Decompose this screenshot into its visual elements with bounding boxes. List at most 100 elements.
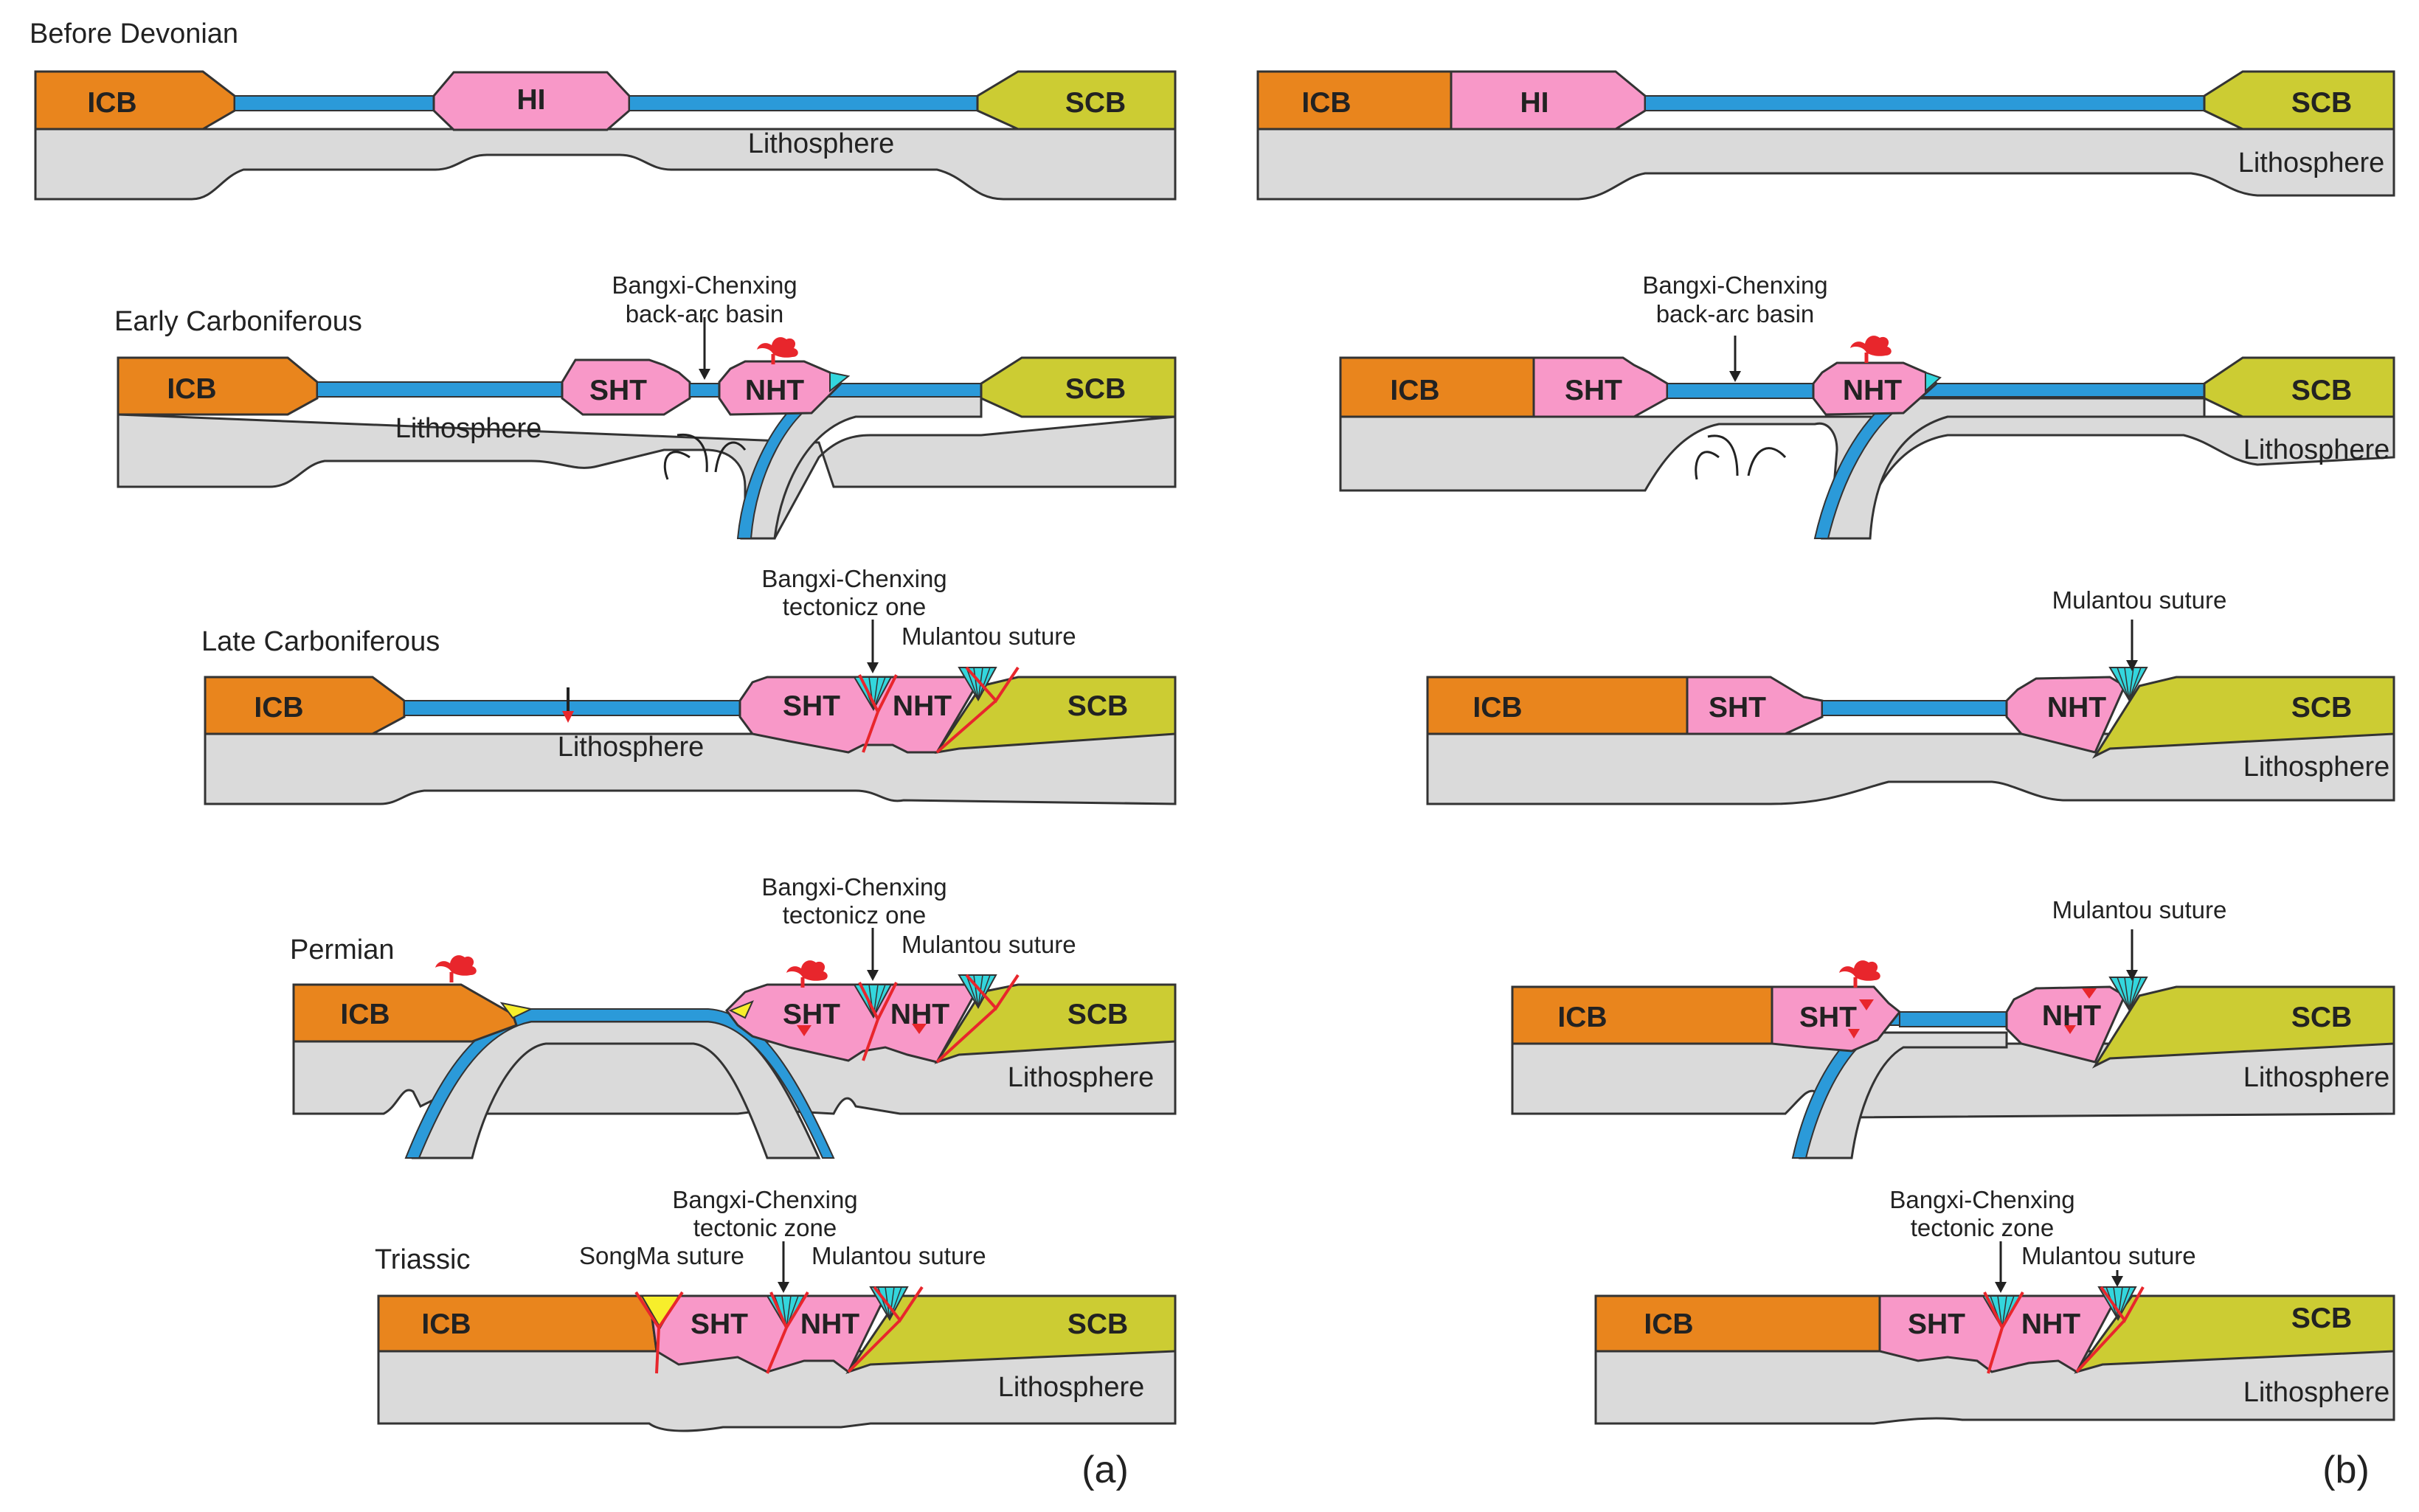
- icb-block: [1339, 356, 1535, 418]
- nht-label: NHT: [2042, 1000, 2101, 1032]
- icb-label: ICB: [1472, 692, 1522, 724]
- mulantou-suture-label: Mulantou suture: [901, 931, 1076, 958]
- icb-label: ICB: [1644, 1308, 1693, 1340]
- sht-label: SHT: [1799, 1002, 1857, 1033]
- nht-label: NHT: [893, 690, 952, 722]
- basin-arrowhead: [1729, 371, 1741, 382]
- period-label: Early Carboniferous: [114, 306, 362, 337]
- ocean-crust: [1899, 1011, 2007, 1027]
- lithosphere-label: Lithosphere: [558, 732, 705, 763]
- mulantou-suture-label: Mulantou suture: [2052, 586, 2227, 614]
- nht-label: NHT: [890, 999, 949, 1030]
- scb-label: SCB: [1065, 87, 1126, 119]
- sht-nht-block: [738, 676, 975, 754]
- period-label: Permian: [290, 934, 395, 965]
- sht-label: SHT: [589, 375, 647, 406]
- lithosphere-label: Lithosphere: [395, 413, 542, 444]
- bangxi-chenxing-arrowhead: [1995, 1282, 2007, 1293]
- section-a-late-carboniferous: Late Carboniferous ICB SHT NHT SCB Litho…: [201, 565, 1177, 805]
- bangxi-chenxing-arrowhead: [778, 1282, 789, 1293]
- mulantou-arrowhead: [2126, 970, 2138, 981]
- hi-label: HI: [517, 84, 546, 116]
- mantle-flow-arrows: [663, 433, 747, 480]
- accretionary-wedge: [1925, 371, 1942, 393]
- bangxi-chenxing-label: Bangxi-Chenxing: [761, 565, 947, 592]
- back-arc-basin-label: back-arc basin: [1656, 300, 1815, 327]
- fault-line: [858, 974, 1020, 1064]
- fault-line: [858, 666, 1020, 754]
- lithosphere-label: Lithosphere: [2243, 1062, 2390, 1093]
- icb-label: ICB: [254, 692, 303, 724]
- volcano-icon: [786, 960, 828, 988]
- icb-block: [1511, 985, 1773, 1045]
- nht-label: NHT: [800, 1308, 859, 1340]
- scb-label: SCB: [1067, 1308, 1128, 1340]
- tectonic-zone-label: tectonicz one: [783, 593, 926, 620]
- mulantou-suture-label: Mulantou suture: [811, 1242, 986, 1269]
- volcano-icon: [1850, 336, 1892, 363]
- icb-label: ICB: [421, 1308, 471, 1340]
- icb-label: ICB: [1390, 375, 1439, 406]
- scb-block: [2203, 70, 2395, 131]
- lithosphere-body: [377, 1350, 1177, 1432]
- lithosphere-body: [1511, 1042, 2395, 1119]
- fore-arc-wedge: [499, 1002, 534, 1019]
- section-a-early-carboniferous: Early Carboniferous ICB SHT NHT SCB Lith…: [114, 271, 1177, 540]
- bangxi-chenxing-label: Bangxi-Chenxing: [761, 873, 947, 901]
- section-b-early-carboniferous: ICB SHT NHT SCB Lithosphere Bangxi-Chenx…: [1339, 271, 2395, 540]
- ocean-crust: [1667, 383, 1814, 399]
- nht-label: NHT: [1843, 375, 1902, 406]
- bangxi-chenxing-arrowhead: [867, 970, 879, 981]
- icb-label: ICB: [167, 373, 216, 405]
- mulantou-suture-label: Mulantou suture: [2021, 1242, 2196, 1269]
- period-label: Triassic: [375, 1244, 470, 1275]
- ocean-crust: [316, 381, 563, 398]
- fault-line: [634, 1286, 924, 1374]
- bangxi-chenxing-label: Bangxi-Chenxing: [672, 1186, 857, 1213]
- icb-block: [117, 356, 319, 416]
- sht-nht-block: [725, 983, 975, 1064]
- sht-block: [561, 358, 691, 416]
- lithosphere-label: Lithosphere: [998, 1372, 1145, 1403]
- icb-label: ICB: [1557, 1002, 1607, 1033]
- magma-drop: [912, 1024, 927, 1034]
- panel-b-label: (b): [2322, 1449, 2370, 1491]
- sht-label: SHT: [691, 1308, 748, 1340]
- volcano-icon: [435, 955, 477, 982]
- sht-label: SHT: [783, 690, 840, 722]
- icb-label: ICB: [87, 87, 136, 119]
- volcano-icon: [757, 337, 798, 364]
- lithosphere-label: Lithosphere: [748, 128, 895, 159]
- hi-label: HI: [1520, 87, 1549, 119]
- lithosphere-body: [34, 128, 1177, 201]
- magma-drop: [2064, 1025, 2076, 1034]
- volcano-icon: [1839, 960, 1880, 988]
- icb-block: [292, 983, 518, 1043]
- scb-block: [2203, 356, 2395, 418]
- scb-label: SCB: [1067, 999, 1128, 1030]
- ocean-crust: [234, 95, 435, 111]
- lithosphere-label: Lithosphere: [2243, 752, 2390, 783]
- nht-block: [2005, 985, 2126, 1064]
- tectonic-zone-label: tectonicz one: [783, 901, 926, 929]
- nht-block: [2005, 676, 2126, 754]
- ocean-crust: [1644, 95, 2205, 111]
- sht-label: SHT: [783, 999, 840, 1030]
- scb-label: SCB: [1065, 373, 1126, 405]
- section-b-before-devonian: ICB HI SCB Lithosphere: [1256, 70, 2395, 201]
- section-a-triassic: Triassic ICB SHT NHT SCB Lithosphere Ban…: [375, 1186, 1177, 1432]
- mulantou-arrowhead: [2126, 660, 2138, 671]
- bangxi-chenxing-label: Bangxi-Chenxing: [612, 271, 797, 299]
- icb-block: [1426, 676, 1689, 735]
- icb-block: [204, 676, 406, 735]
- basin-ocean: [689, 383, 720, 398]
- mulantou-suture-label: Mulantou suture: [2052, 896, 2227, 923]
- lithosphere-body: [1256, 128, 2395, 201]
- mantle-flow-arrows: [1695, 434, 1787, 480]
- scb-label: SCB: [2291, 375, 2352, 406]
- magma-drop: [1859, 999, 1874, 1010]
- songma-suture-label: SongMa suture: [579, 1242, 744, 1269]
- mulantou-suture-label: Mulantou suture: [901, 623, 1076, 650]
- scb-label: SCB: [1067, 690, 1128, 722]
- scb-label: SCB: [2291, 692, 2352, 724]
